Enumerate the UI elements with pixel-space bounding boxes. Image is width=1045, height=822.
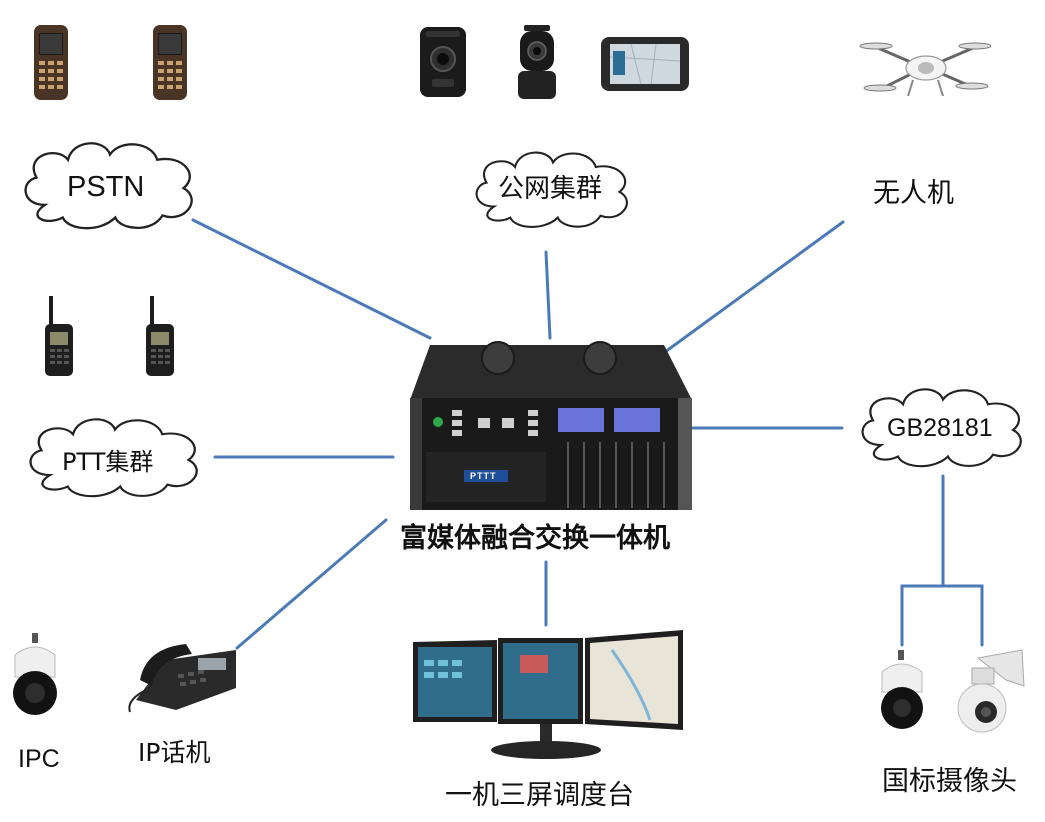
fusion-switch-device (410, 341, 692, 510)
ipc-camera-icon (13, 633, 57, 715)
gb-dome-camera-icon (881, 650, 923, 729)
link-public-trunk (544, 250, 552, 340)
device-brand-label: PTTT (470, 471, 497, 481)
rugged-tablet-icon (601, 37, 689, 91)
link-drone (663, 220, 845, 354)
center-device-label: 富媒体融合交换一体机 (400, 523, 670, 554)
label-ipc: IPC (18, 745, 60, 773)
cloud-pstn (24, 142, 193, 230)
dispatch-console-icon (413, 630, 683, 759)
ptz-camera-icon (518, 25, 556, 99)
link-gb-cameras (900, 474, 945, 647)
feature-phone-icon (153, 25, 187, 100)
cloud-label-pstn: PSTN (67, 171, 145, 203)
connection-lines (191, 218, 984, 650)
cloud-label-ptt-trunk: PTT集群 (62, 448, 154, 476)
cloud-label-gb28181: GB28181 (887, 414, 993, 442)
cloud-label-public-trunk: 公网集群 (498, 174, 603, 204)
ip-phone-icon (128, 644, 236, 713)
label-gb-camera: 国标摄像头 (882, 766, 1017, 797)
cloud-public-trunk (475, 151, 628, 228)
walkie-talkie-icon (146, 296, 174, 376)
cloud-ptt-trunk (29, 418, 198, 498)
drone-icon (859, 42, 992, 97)
walkie-talkie-icon (45, 296, 73, 376)
feature-phone-icon (34, 25, 68, 100)
gb-speed-dome-camera-icon (957, 649, 1025, 733)
label-drone: 无人机 (873, 178, 954, 209)
link-pstn (191, 218, 432, 340)
label-dispatch-console: 一机三屏调度台 (445, 780, 634, 811)
label-ip-phone: IP话机 (138, 738, 211, 767)
link-ip-phone (235, 518, 388, 650)
body-camera-icon (420, 27, 466, 97)
cloud-gb28181 (861, 388, 1022, 468)
link-gb-camera-2 (941, 584, 984, 647)
